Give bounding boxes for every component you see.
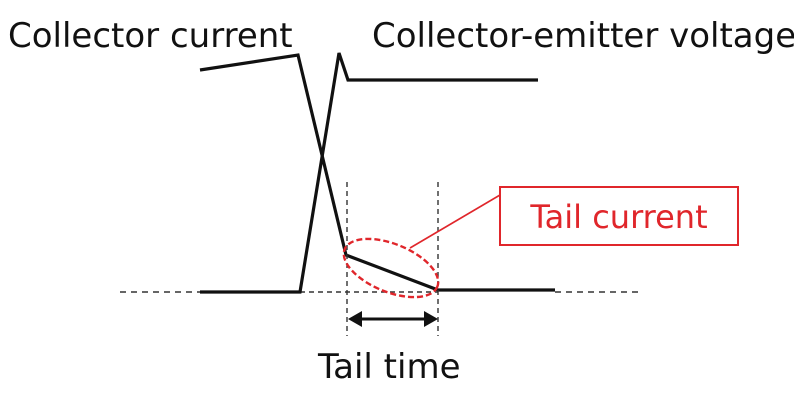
tail-current-callout-connector (409, 194, 501, 249)
collector-emitter-voltage-waveform (200, 52, 538, 294)
tail-time-arrow-left-head (348, 311, 362, 327)
tail-current-label: Tail current (529, 198, 707, 236)
collector-current-waveform (199, 53, 555, 292)
tail-current-callout-box (499, 186, 739, 246)
tail-time-label: Tail time (317, 347, 461, 387)
tail-current-highlight-ellipse (342, 237, 440, 299)
tail-time-arrow-right-head (424, 311, 438, 327)
collector-emitter-voltage-label: Collector-emitter voltage (372, 16, 794, 56)
collector-current-label: Collector current (8, 16, 293, 56)
